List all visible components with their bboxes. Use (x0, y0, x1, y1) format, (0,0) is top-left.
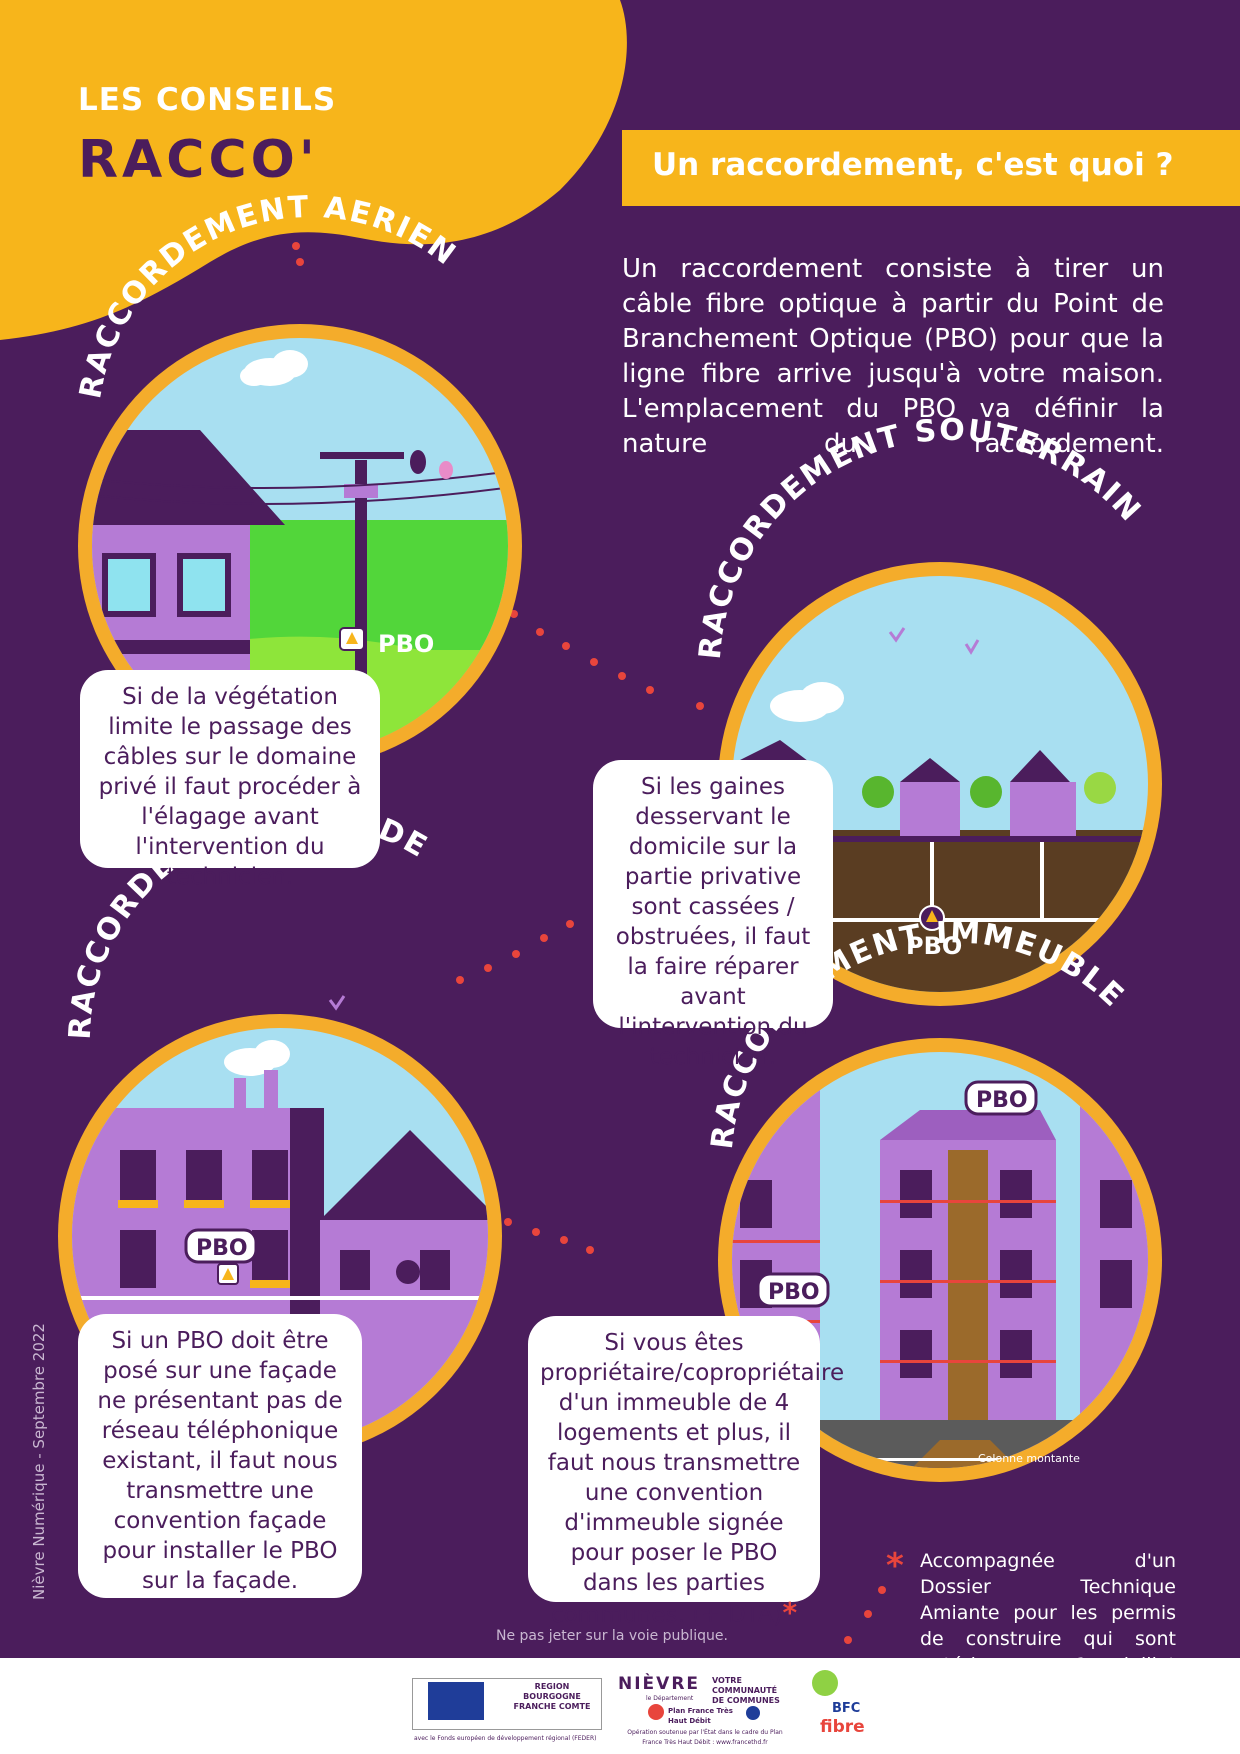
logo-bar: REGION BOURGOGNE FRANCHE COMTE avec le F… (0, 1658, 1240, 1754)
republique-icon (746, 1706, 760, 1720)
fibre-logo: fibre (820, 1717, 865, 1737)
facade-pbo-label: PBO (196, 1236, 248, 1261)
tip-immeuble-text: Si vous êtes propriétaire/copropriétaire… (540, 1330, 845, 1628)
plan-france-logo: Plan France Très Haut Débit (668, 1707, 733, 1725)
souterrain-pbo-label: PBO (906, 932, 962, 960)
tip-facade: Si un PBO doit être posé sur une façade … (78, 1314, 362, 1598)
footnote-asterisk: * (886, 1546, 904, 1586)
nievre-sub: le Département (646, 1695, 694, 1702)
communes-logo: VOTRE COMMUNAUTÉ DE COMMUNES (712, 1676, 780, 1705)
immeuble-pbo-label-2: PBO (768, 1280, 820, 1305)
question-text: Un raccordement, c'est quoi ? (652, 147, 1174, 183)
no-litter-notice: Ne pas jeter sur la voie publique. (496, 1628, 728, 1644)
eu-caption: avec le Fonds européen de développement … (414, 1735, 597, 1742)
side-credit: Nièvre Numérique - Septembre 2022 (30, 1323, 48, 1600)
dotted-connectors (292, 242, 886, 1708)
region-logo-frame (412, 1678, 602, 1730)
tip-facade-text: Si un PBO doit être posé sur une façade … (97, 1328, 343, 1594)
header-title: RACCO' (78, 130, 319, 190)
aerien-pbo-label: PBO (378, 630, 434, 658)
nievre-logo: NIÈVRE (618, 1674, 701, 1694)
tip-immeuble: Si vous êtes propriétaire/copropriétaire… (528, 1316, 844, 1628)
plan-france-caption: Opération soutenue par l'État dans le ca… (627, 1729, 783, 1746)
tip-immeuble-asterisk: * (782, 1596, 798, 1629)
tip-souterrain: Si les gaines desservant le domicile sur… (593, 760, 833, 1070)
question-banner (622, 130, 1240, 206)
tip-aerien-text: Si de la végétation limite le passage de… (98, 684, 362, 890)
eu-flag-icon (428, 1682, 484, 1720)
nievre-numerique-icon (812, 1670, 838, 1696)
header-label: LES CONSEILS (78, 82, 337, 118)
intro-paragraph: Un raccordement consiste à tirer un câbl… (622, 254, 1164, 459)
region-logo-text: REGION BOURGOGNE FRANCHE COMTE (513, 1682, 591, 1711)
immeuble-pbo-label-1: PBO (976, 1088, 1028, 1113)
plan-france-icon (648, 1704, 664, 1720)
tip-aerien: Si de la végétation limite le passage de… (80, 670, 380, 890)
tip-souterrain-text: Si les gaines desservant le domicile sur… (615, 774, 811, 1070)
yellow-blob (0, 0, 627, 340)
bfc-logo: BFC (832, 1701, 861, 1716)
colonne-montante-label: Colonne montante (978, 1452, 1080, 1465)
